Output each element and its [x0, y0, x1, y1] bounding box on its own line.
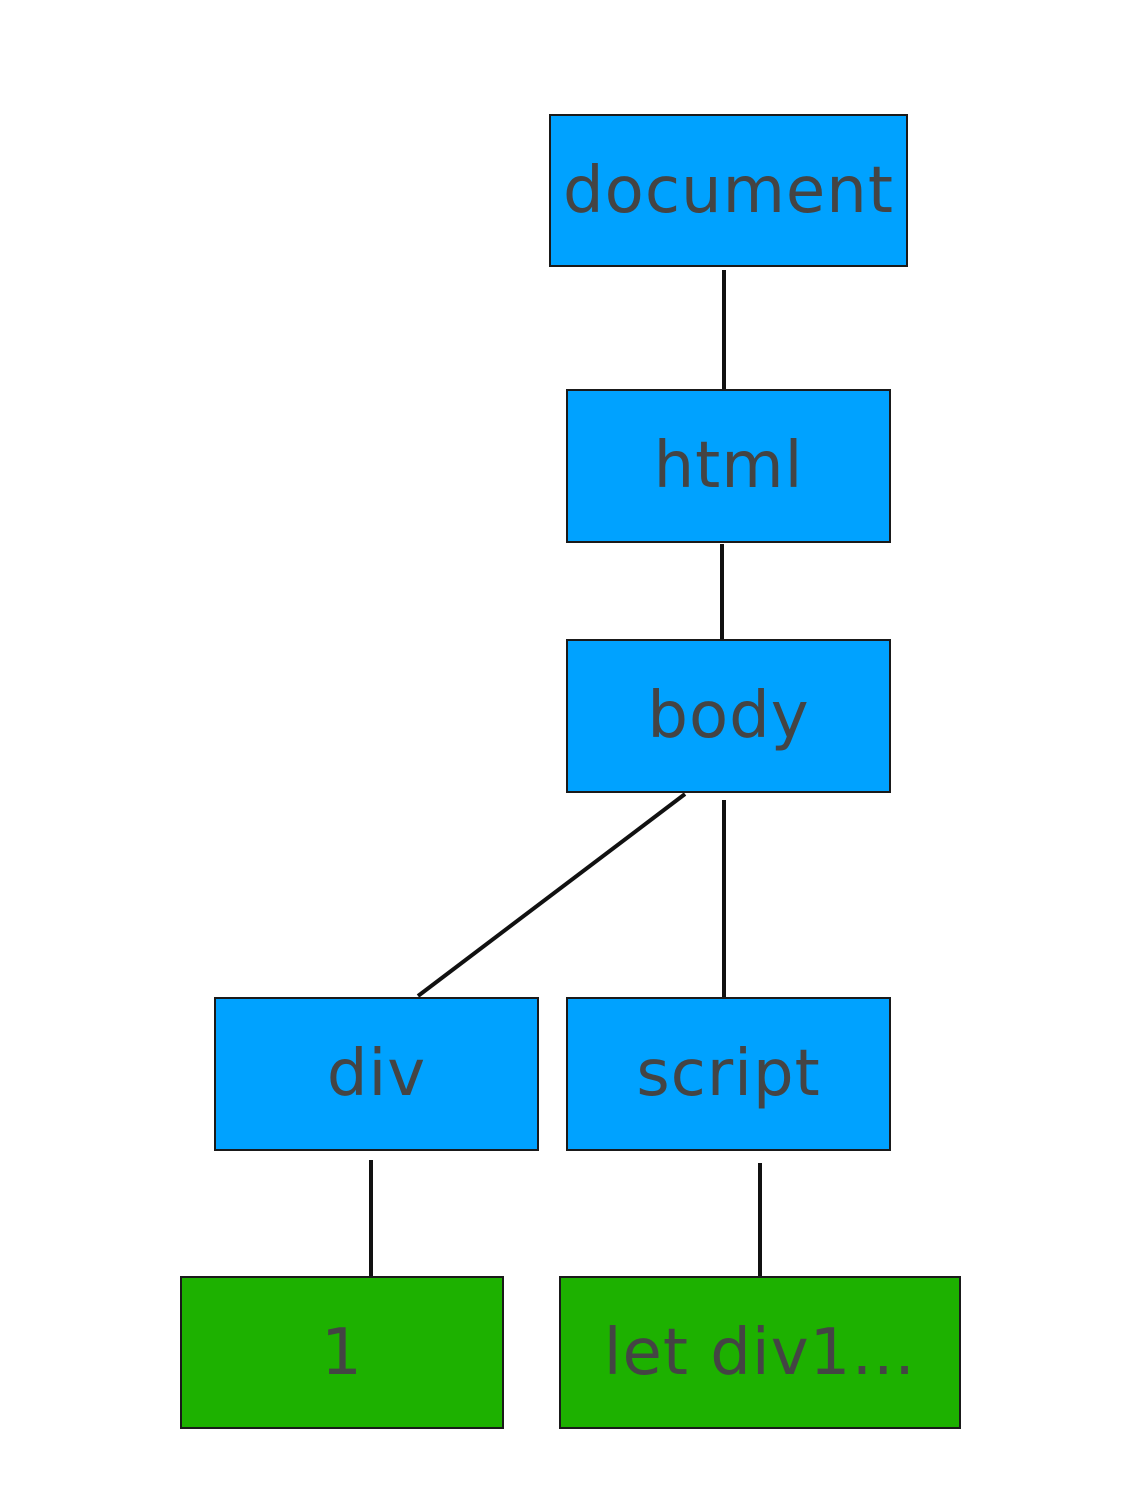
- node-text-script-label: let div1…: [603, 1315, 917, 1390]
- node-div-label: div: [326, 1037, 427, 1111]
- node-html: html: [566, 389, 891, 543]
- node-body-label: body: [647, 679, 810, 753]
- node-document-label: document: [563, 153, 894, 228]
- node-html-label: html: [653, 429, 804, 503]
- edge-body-div: [416, 792, 687, 998]
- node-script: script: [566, 997, 891, 1151]
- node-text-1-label: 1: [321, 1315, 363, 1390]
- node-script-label: script: [636, 1037, 821, 1111]
- node-div: div: [214, 997, 539, 1151]
- node-text-1: 1: [180, 1276, 504, 1429]
- node-document: document: [549, 114, 908, 267]
- node-text-script: let div1…: [559, 1276, 961, 1429]
- node-body: body: [566, 639, 891, 793]
